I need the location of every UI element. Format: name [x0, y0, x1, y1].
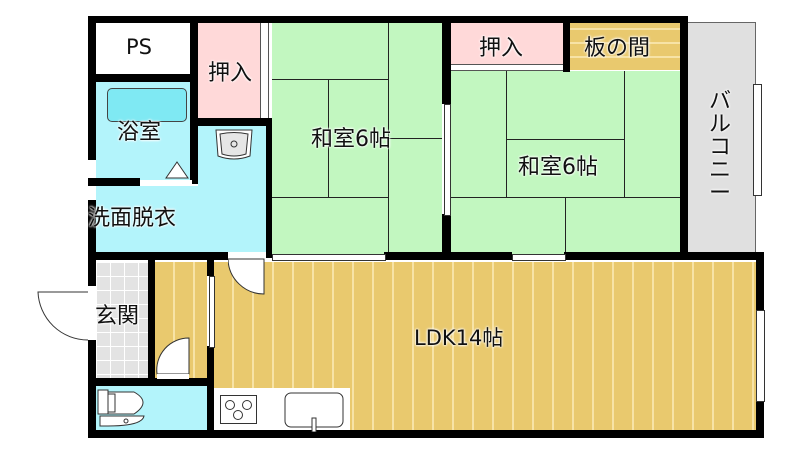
room-label-entrance: 玄関	[95, 304, 140, 329]
room-label-washitsu-left: 和室6帖	[311, 127, 391, 152]
toilet-icon	[97, 389, 145, 427]
window-icon	[140, 180, 192, 186]
window-icon	[756, 310, 765, 402]
room-label-wooden-floor: 板の間	[584, 36, 651, 61]
door-icon	[228, 258, 265, 295]
room-label-closet-right: 押入	[479, 36, 524, 61]
window-icon	[272, 254, 386, 261]
closet-left-door	[260, 22, 269, 118]
window-icon	[512, 254, 566, 261]
stove-icon	[220, 395, 257, 424]
room-entrance	[96, 262, 148, 378]
bathtub-icon	[107, 88, 187, 122]
room-label-washroom: 洗面脱衣	[88, 206, 177, 231]
room-ps	[96, 22, 190, 74]
window-icon	[753, 84, 762, 196]
kitchen-sink-icon	[284, 392, 344, 432]
room-label-washitsu-right: 和室6帖	[518, 155, 598, 180]
door-icon	[165, 161, 189, 179]
closet-right-door	[451, 64, 563, 71]
room-wooden-floor	[570, 22, 680, 70]
room-label-closet-left: 押入	[208, 61, 253, 86]
room-label-bath: 浴室	[117, 120, 162, 145]
room-label-ps: PS	[126, 35, 152, 59]
window-icon	[209, 276, 215, 348]
sink-icon	[215, 129, 253, 160]
door-icon	[37, 288, 96, 341]
room-washroom	[96, 186, 266, 252]
room-closet-left	[196, 22, 260, 118]
door-icon	[156, 337, 190, 379]
room-closet-right	[451, 22, 563, 64]
room-label-balcony: バルコニー	[708, 89, 731, 206]
room-label-ldk: LDK14帖	[414, 326, 504, 350]
window-icon	[444, 104, 451, 216]
